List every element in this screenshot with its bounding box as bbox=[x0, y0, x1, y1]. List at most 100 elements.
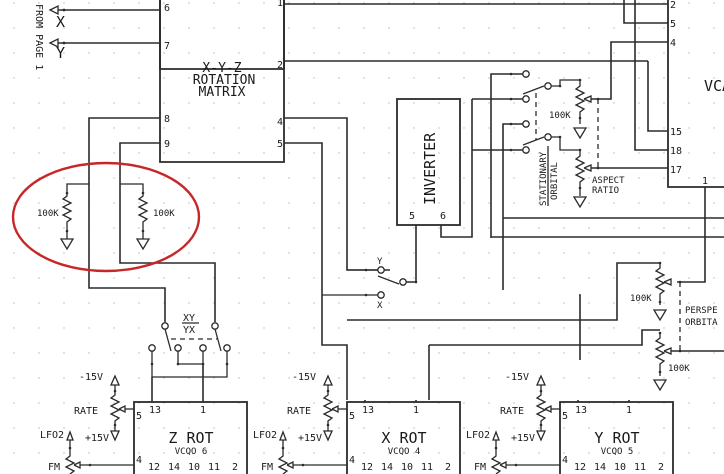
aspect-label-line1: ASPECT bbox=[592, 176, 625, 186]
vca-pin-4: 4 bbox=[670, 38, 676, 49]
stationary-orbital-switch[interactable]: STATIONARY ORBITAL bbox=[472, 70, 580, 290]
osc-pos15-label: +15V bbox=[298, 433, 322, 444]
rm-title-line2: ROTATION bbox=[193, 73, 256, 88]
oscillator-subtitle: VCQO 4 bbox=[388, 447, 421, 457]
rotation-matrix-block: 6 7 8 9 1 2 4 5 X-Y-Z ROTATION MATRIX bbox=[159, 0, 285, 163]
perspective-lower-pot-value: 100K bbox=[668, 364, 690, 374]
osc-pin-2: 2 bbox=[232, 462, 238, 473]
osc-pin-13: 13 bbox=[149, 405, 161, 416]
vca-title: VCA bbox=[704, 77, 724, 95]
vca-pin-18: 18 bbox=[670, 146, 682, 157]
supply-arrow-icon bbox=[322, 374, 334, 386]
osc-pin-1: 1 bbox=[200, 405, 206, 416]
oscillator-title: Y ROT bbox=[594, 429, 639, 447]
highlight-ellipse bbox=[11, 161, 201, 273]
ground-icon bbox=[572, 127, 588, 140]
osc-neg15-label: -15V bbox=[292, 372, 316, 383]
vca-block: 2 5 4 15 18 17 1 VCA bbox=[623, 0, 724, 283]
osc-pin-2: 2 bbox=[445, 462, 451, 473]
osc-pin-2: 2 bbox=[658, 462, 664, 473]
inverter-pin-6: 6 bbox=[440, 211, 446, 222]
supply-arrow-icon bbox=[535, 374, 547, 386]
resistor-left-value: 100K bbox=[37, 209, 59, 219]
vca-pin-15: 15 bbox=[670, 127, 682, 138]
matrix-wires bbox=[88, 3, 668, 400]
rm-pin-5: 5 bbox=[277, 139, 283, 150]
rm-title-line3: MATRIX bbox=[199, 85, 246, 100]
supply-arrow-icon bbox=[535, 430, 547, 442]
vca-pin-2: 2 bbox=[670, 0, 676, 11]
switch-x-label: X bbox=[377, 301, 383, 311]
rm-pin-1: 1 bbox=[277, 0, 283, 9]
ground-icon bbox=[572, 196, 588, 209]
oscillator-title: Z ROT bbox=[168, 429, 213, 447]
osc-neg15-label: -15V bbox=[79, 372, 103, 383]
supply-arrow-icon bbox=[109, 374, 121, 386]
offpage-x-label: X bbox=[56, 13, 65, 31]
osc-pin-12: 12 bbox=[148, 462, 160, 473]
aspect-label-line2: RATIO bbox=[592, 186, 619, 196]
lfo-arrow-icon bbox=[279, 430, 287, 441]
osc-pin-12: 12 bbox=[361, 462, 373, 473]
resistor-right-value: 100K bbox=[153, 209, 175, 219]
osc-pin-1: 1 bbox=[626, 405, 632, 416]
rm-title-line1: X-Y-Z bbox=[202, 61, 241, 76]
osc-pin-14: 14 bbox=[381, 462, 393, 473]
switch-yx-label: YX bbox=[183, 325, 195, 336]
supply-arrow-icon bbox=[109, 430, 121, 442]
inverter-title: INVERTER bbox=[421, 132, 439, 205]
osc-pin-4: 4 bbox=[562, 455, 568, 466]
switch-orbital-label: ORBITAL bbox=[550, 162, 560, 200]
osc-pin-13: 13 bbox=[362, 405, 374, 416]
rm-pin-7: 7 bbox=[164, 41, 170, 52]
lfo-arrow-icon bbox=[492, 430, 500, 441]
switch-y-label: Y bbox=[377, 257, 383, 267]
osc-fm-label: FM bbox=[48, 462, 60, 473]
ground-icon bbox=[652, 309, 668, 322]
perspective-orbital-label: ORBITA bbox=[685, 318, 718, 328]
switch-xy-label: XY bbox=[183, 313, 195, 324]
lfo-arrow-icon bbox=[66, 430, 74, 441]
aspect-upper-pot-value: 100K bbox=[549, 111, 571, 121]
vca-pin-5: 5 bbox=[670, 19, 676, 30]
osc-pin-12: 12 bbox=[574, 462, 586, 473]
rm-pin-2: 2 bbox=[277, 60, 283, 71]
ground-icon bbox=[59, 238, 75, 251]
osc-pin-13: 13 bbox=[575, 405, 587, 416]
xy-yx-switch[interactable]: XY YX bbox=[148, 313, 231, 400]
osc-rate-label: RATE bbox=[287, 406, 311, 417]
osc-pos15-label: +15V bbox=[85, 433, 109, 444]
osc-pin-11: 11 bbox=[208, 462, 220, 473]
osc-lfo-label: LFO2 bbox=[40, 430, 64, 441]
ground-icon bbox=[135, 238, 151, 251]
switch-stationary-label: STATIONARY bbox=[539, 151, 549, 206]
aspect-pots[interactable]: 100K ASPECT RATIO bbox=[549, 41, 668, 209]
osc-pin-10: 10 bbox=[188, 462, 200, 473]
osc-pin-4: 4 bbox=[136, 455, 142, 466]
oscillator-subtitle: VCQO 6 bbox=[175, 447, 208, 457]
from-page-label: FROM PAGE 1 bbox=[33, 4, 44, 70]
resistor-left: 100K bbox=[37, 183, 89, 251]
oscillator-subtitle: VCQO 5 bbox=[601, 447, 634, 457]
osc-pin-4: 4 bbox=[349, 455, 355, 466]
osc-pin-1: 1 bbox=[413, 405, 419, 416]
osc-pin-11: 11 bbox=[421, 462, 433, 473]
offpage-connectors: FROM PAGE 1 X Y bbox=[33, 4, 160, 70]
rm-pin-9: 9 bbox=[164, 139, 170, 150]
rm-pin-4: 4 bbox=[277, 117, 283, 128]
resistor-right: 100K bbox=[120, 183, 175, 251]
osc-rate-label: RATE bbox=[74, 406, 98, 417]
osc-pin-10: 10 bbox=[401, 462, 413, 473]
rm-pin-8: 8 bbox=[164, 114, 170, 125]
inverter-block: INVERTER 5 6 bbox=[396, 98, 473, 283]
grid-dots bbox=[13, 2, 715, 454]
osc-lfo-label: LFO2 bbox=[466, 430, 490, 441]
vca-pin-1: 1 bbox=[702, 176, 708, 187]
osc-fm-label: FM bbox=[474, 462, 486, 473]
y-x-switch[interactable]: Y X bbox=[322, 257, 418, 311]
rm-pin-6: 6 bbox=[164, 3, 170, 14]
perspective-pots[interactable]: 100K 100K PERSPE ORBITA bbox=[630, 261, 724, 392]
